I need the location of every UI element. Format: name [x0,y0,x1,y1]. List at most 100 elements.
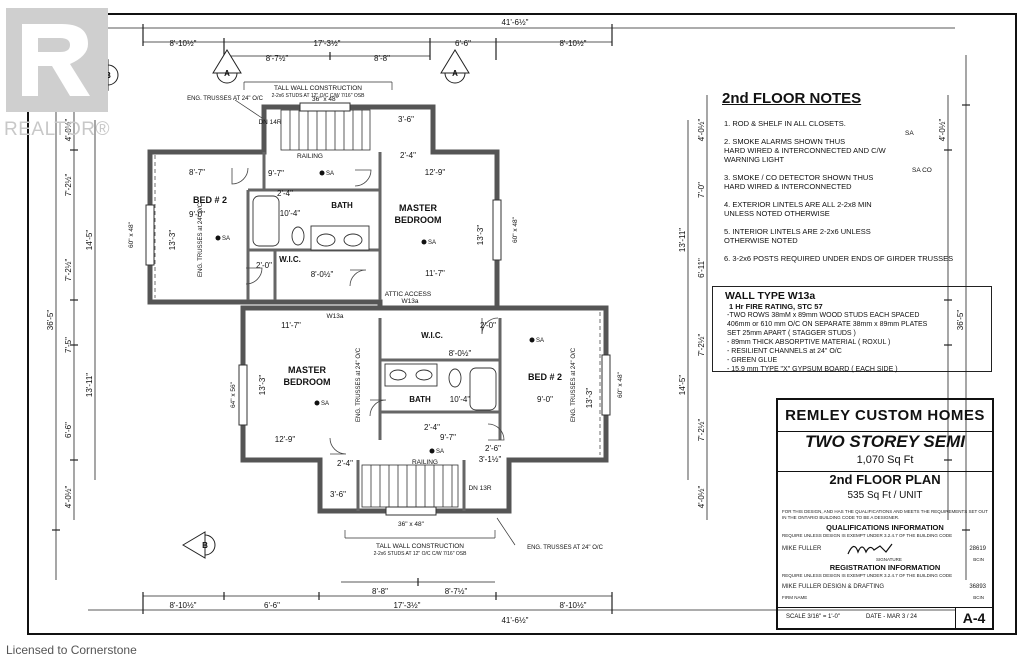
dim-top-sub-1: 8'-7½" [266,54,289,63]
dim-left-5: 7'-5" [64,337,73,353]
section-a-left: A [224,69,230,78]
room-wic-upper: W.I.C. [279,255,301,264]
sa-co-label-1: SA [326,171,334,177]
floor-notes: 2nd FLOOR NOTES 1. ROD & SHELF IN ALL CL… [722,90,982,263]
wall-type-rating: 1 Hr FIRE RATING, STC 57 [729,302,823,311]
tall-wall-sub-top: 2-2x6 STUDS AT 12" O/C C/W 7/16" OSB [272,93,366,99]
dim-right-1b: 4'-0½" [697,119,706,142]
note-co-symbol: SA CO [912,167,932,174]
room-wic-lower: W.I.C. [421,331,443,340]
stairs [280,109,459,508]
room-bath-upper: BATH [331,201,353,210]
overall-width-bottom: 41'-6½" [501,616,528,625]
design-statement: FOR THIS DESIGN, AND HAS THE QUALIFICATI… [782,509,988,520]
firm-bcin-label: BCIN [973,595,984,600]
stair-d-lower: 2'-6" [485,444,501,453]
stair-c-upper: 2'-4" [400,151,416,160]
section-b-bottom: B [202,541,208,550]
room-master-upper-2: BEDROOM [395,215,442,225]
wic-width-upper: 8'-0½" [311,270,334,279]
dim-top-3: 6'-6" [455,39,471,48]
firm-bcin: 36893 [969,584,986,590]
stair-a-lower: 3'-6" [330,490,346,499]
smoke-co-icon [429,448,435,454]
dim-top-4: 8'-10½" [559,39,586,48]
wall-type-line-6: - GREEN GLUE [727,357,778,364]
smoke-alarm-icon [314,400,320,406]
wall-type-line-4: - 89mm THICK ABSORPTIVE MATERIAL ( ROXUL… [727,339,891,346]
smoke-alarm-icon [421,239,427,245]
wall-tag-upper: W13a [402,298,419,305]
wic-a-lower: 2'-0" [480,321,496,330]
room-bath-lower: BATH [409,395,431,404]
overall-depth-right: 36'-5" [956,310,965,331]
designer-name: MIKE FULLER [782,546,822,552]
tall-wall-label-bottom: TALL WALL CONSTRUCTION [376,543,464,550]
trusses-vert-upper: ENG. TRUSSES at 24" O/C [198,202,204,277]
wall-type-line-1: -TWO ROWS 38mM x 89mm WOOD STUDS EACH SP… [727,312,920,319]
project-name: TWO STOREY SEMI [805,432,965,451]
note-5: 5. INTERIOR LINTELS ARE 2-2x6 UNLESS OTH… [724,227,871,245]
signature [846,538,896,558]
designer-bcin: 28619 [969,546,986,552]
dim-bottom-4: 8'-10½" [559,601,586,610]
scale-text: SCALE 3/16" = 1'-0" [786,614,840,620]
bath-fixtures [252,195,497,411]
master-width-lower: 12'-9" [275,435,296,444]
stair-a-upper: 3'-6" [398,115,414,124]
note-3: 3. SMOKE / CO DETECTOR SHOWN THUS HARD W… [724,173,874,191]
tall-wall-sub-bottom: 2-2x6 STUDS AT 12" O/C C/W 7/16" OSB [374,551,468,557]
window-left-label: 60" x 48" [128,221,135,248]
window-right-upper-label: 60" x 48" [512,216,519,243]
master-depth-upper: 13'-3" [476,225,485,246]
dim-right-4: 6'-11" [697,258,706,278]
note-sa-symbol: SA [905,130,914,137]
wall-type-title: WALL TYPE W13a [725,290,816,302]
dim-top-1: 8'-10½" [169,39,196,48]
plan-name: 2nd FLOOR PLAN [829,472,941,487]
dim-right-8: 4'-0½" [697,486,706,509]
bath-width-lower: 9'-7" [440,433,456,442]
firm-name: MIKE FULLER DESIGN & DRAFTING [782,584,885,590]
dim-right-7: 7'-2½" [697,419,706,442]
room-master-lower-1: MASTER [288,365,327,375]
stair-c-lower: 2'-4" [337,459,353,468]
sa-label-2: SA [428,240,436,246]
wall-type-box: WALL TYPE W13a 1 Hr FIRE RATING, STC 57 … [712,286,992,373]
dn-lower: DN 13R [468,485,491,492]
master-width2-upper: 11'-7" [425,269,445,278]
wic-width-lower: 8'-0½" [449,349,472,358]
room-bed2-upper: BED # 2 [193,195,227,205]
railing-upper: RAILING [297,153,323,160]
dim-right-6: 14'-5" [678,375,687,396]
trusses-vert-lower-1: ENG. TRUSSES at 24" O/C [356,347,362,422]
sa-label-3: SA [321,401,329,407]
interior-walls [246,152,502,511]
registration-title: REGISTRATION INFORMATION [829,563,941,572]
bed2-height: 9'-0" [189,210,205,219]
title-block: REMLEY CUSTOM HOMES TWO STOREY SEMI 1,07… [776,398,994,630]
master-width2-lower: 11'-7" [281,321,301,330]
smoke-co-icon [319,170,325,176]
qualifications-text: REQUIRE UNLESS DESIGN IS EXEMPT UNDER 3.… [782,533,953,538]
dim-right-2: 7'-0" [697,182,706,198]
master-width-upper: 12'-9" [425,168,446,177]
wall-tag-lower: W13a [327,313,344,320]
firm-label: FIRM NAME [782,595,808,600]
realtor-watermark: REALTOR® [0,5,118,140]
trusses-vert-lower-2: ENG. TRUSSES at 24" O/C [571,347,577,422]
bath-a-upper: 2'-4" [277,189,293,198]
wic-a-upper: 2'-0" [256,261,272,270]
trusses-label-top: ENG. TRUSSES AT 24" O/C [187,96,263,102]
wall-type-line-2: 406mm or 610 mm O/C ON SEPARATE 38mm x 8… [727,321,928,328]
realtor-wordmark: REALTOR® [4,119,110,140]
dimension-lines [55,27,967,611]
dim-left-6: 13'-11" [85,373,94,397]
exterior-walls [147,104,609,514]
room-bed2-lower: BED # 2 [528,372,562,382]
sa-label-1: SA [222,236,230,242]
note-6: 6. 3-2x6 POSTS REQUIRED UNDER ENDS OF GI… [724,254,954,263]
plan-box: 2nd FLOOR PLAN 535 Sq Ft / UNIT [778,471,992,507]
section-b-top: B [105,71,111,80]
